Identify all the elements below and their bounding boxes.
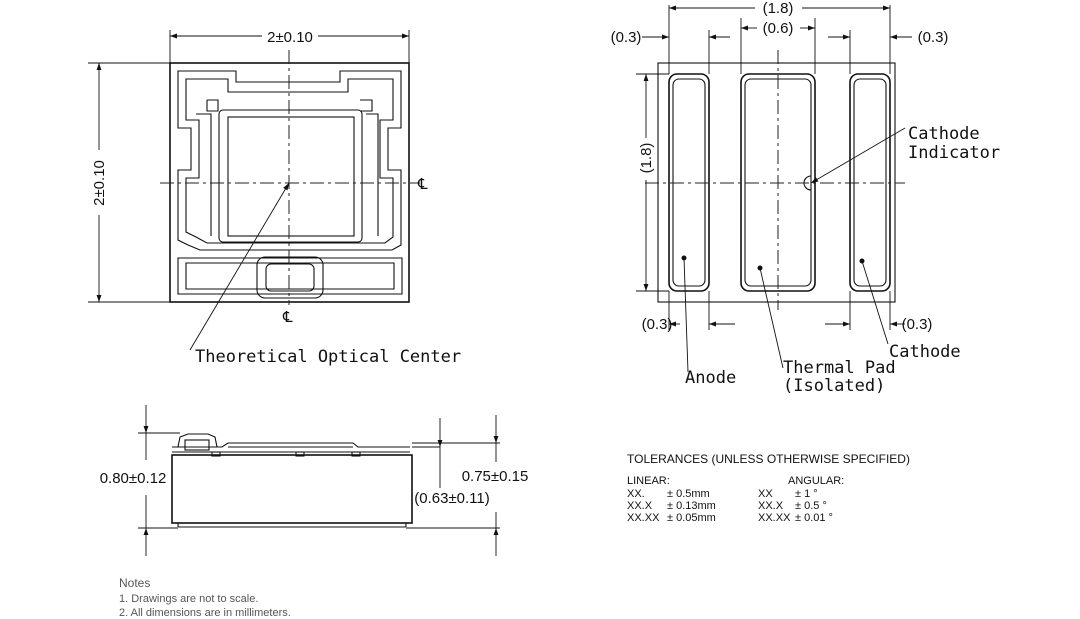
top-view-height-dimension: 2±0.10 <box>91 160 108 206</box>
cathode-pad-width-bottom: (0.3) <box>902 316 933 333</box>
optical-center-label: Theoretical Optical Center <box>195 347 461 367</box>
top-view-step-right <box>360 99 379 236</box>
tolerance-linear-value: ± 0.13mm <box>667 500 716 512</box>
thermal-pad-label-line2: (Isolated) <box>783 376 885 396</box>
tolerance-angular-value: ± 1 ° <box>795 488 818 500</box>
tolerance-angular-format: XX.XX <box>758 512 791 524</box>
top-view-width-dimension: 2±0.10 <box>267 29 313 46</box>
side-view-lens <box>177 433 218 448</box>
tolerance-linear-format: XX. <box>627 488 645 500</box>
note-item: 2. All dimensions are in millimeters. <box>119 607 291 619</box>
tolerances-linear-header: LINEAR: <box>627 475 670 487</box>
side-view: 0.80±0.12 0.75±0.15 (0.63±0.11) <box>100 405 529 556</box>
thermal-pad-label-line1: Thermal Pad <box>783 358 896 378</box>
tolerances-angular-header: ANGULAR: <box>788 475 844 487</box>
bottom-view: (1.8) (0.6) (0.3) (0.3) (1.8) (0.3) (0.3… <box>611 0 1001 396</box>
cathode-label: Cathode <box>889 342 961 362</box>
anode-label: Anode <box>685 368 736 388</box>
tolerance-angular-value: ± 0.01 ° <box>795 512 833 524</box>
side-view-inner-height: (0.63±0.11) <box>414 490 490 507</box>
top-view-frame-inner <box>185 78 394 244</box>
tolerances-block: TOLERANCES (UNLESS OTHERWISE SPECIFIED) … <box>627 452 910 524</box>
top-view-lens-bump <box>256 256 324 299</box>
tolerance-linear-value: ± 0.05mm <box>667 512 716 524</box>
tolerance-linear-format: XX.X <box>627 500 653 512</box>
tolerance-linear-value: ± 0.5mm <box>667 488 710 500</box>
cathode-indicator-label-line2: Indicator <box>908 143 1000 163</box>
thermal-pad-width-dimension: (0.6) <box>763 20 794 37</box>
tolerances-rows: XX. ± 0.5mm XX ± 1 ° XX.X ± 0.13mm XX.X ± 0.5 °… <box>627 488 833 524</box>
centerline-symbol-bottom: ℄ <box>282 309 293 326</box>
optical-die-outer <box>218 109 363 243</box>
tolerances-title: TOLERANCES (UNLESS OTHERWISE SPECIFIED) <box>627 452 910 466</box>
optical-die <box>227 116 355 237</box>
top-view-bottom-tab <box>177 257 403 295</box>
notes-block: Notes 1. Drawings are not to scale. 2. A… <box>119 576 291 619</box>
top-view: ℄ ℄ 2±0.10 2±0.10 Theoretical Optical Ce… <box>88 29 461 367</box>
note-item: 1. Drawings are not to scale. <box>119 593 258 605</box>
tolerance-angular-format: XX <box>758 488 773 500</box>
top-view-frame-outline <box>177 70 402 251</box>
tolerance-angular-format: XX.X <box>758 500 784 512</box>
anode-pad-width-top: (0.3) <box>611 29 642 46</box>
side-view-body <box>171 454 413 524</box>
bottom-view-overall-width: (1.8) <box>763 0 794 17</box>
side-view-total-height: 0.80±0.12 <box>100 470 167 487</box>
notes-heading: Notes <box>119 576 150 590</box>
side-view-body-height: 0.75±0.15 <box>462 468 529 485</box>
cathode-pad-width-top: (0.3) <box>918 29 949 46</box>
tolerance-angular-value: ± 0.5 ° <box>795 500 827 512</box>
top-view-step-left <box>196 99 219 236</box>
tolerance-linear-format: XX.XX <box>627 512 660 524</box>
bottom-view-height-dimension: (1.8) <box>638 143 655 174</box>
cathode-indicator-label-line1: Cathode <box>908 124 980 144</box>
anode-pad-width-bottom: (0.3) <box>642 316 673 333</box>
centerline-symbol-right: ℄ <box>417 176 428 193</box>
